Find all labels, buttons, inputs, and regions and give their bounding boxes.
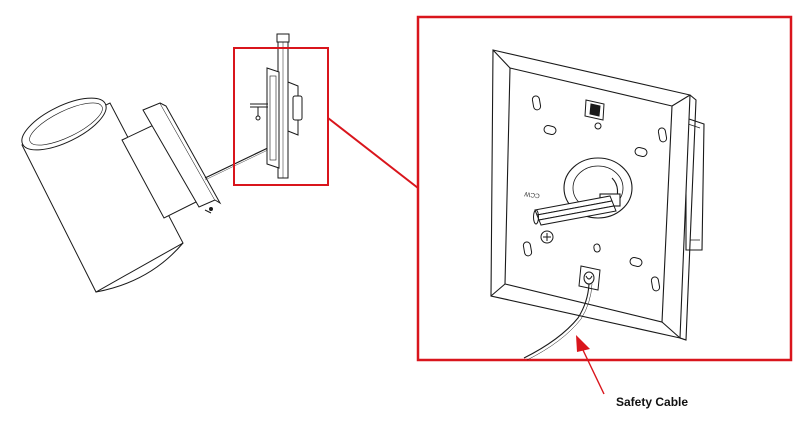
wall-bracket-side — [250, 33, 303, 179]
callout-arrow — [576, 335, 605, 395]
plate-marking: CCW — [523, 190, 540, 199]
fixture-body — [21, 97, 184, 293]
ground-screw-icon — [540, 230, 554, 244]
safety-cable-right — [523, 283, 590, 359]
highlight-box-small — [233, 47, 329, 186]
safety-cable-label: Safety Cable — [616, 395, 688, 409]
mounting-holes — [522, 95, 668, 292]
safety-cable-left — [204, 145, 273, 179]
wire-bundle — [533, 195, 617, 226]
latch-tab — [584, 99, 605, 121]
cable-clip — [578, 265, 601, 291]
highlight-box-large — [416, 15, 793, 362]
connector-line-top — [327, 117, 419, 189]
